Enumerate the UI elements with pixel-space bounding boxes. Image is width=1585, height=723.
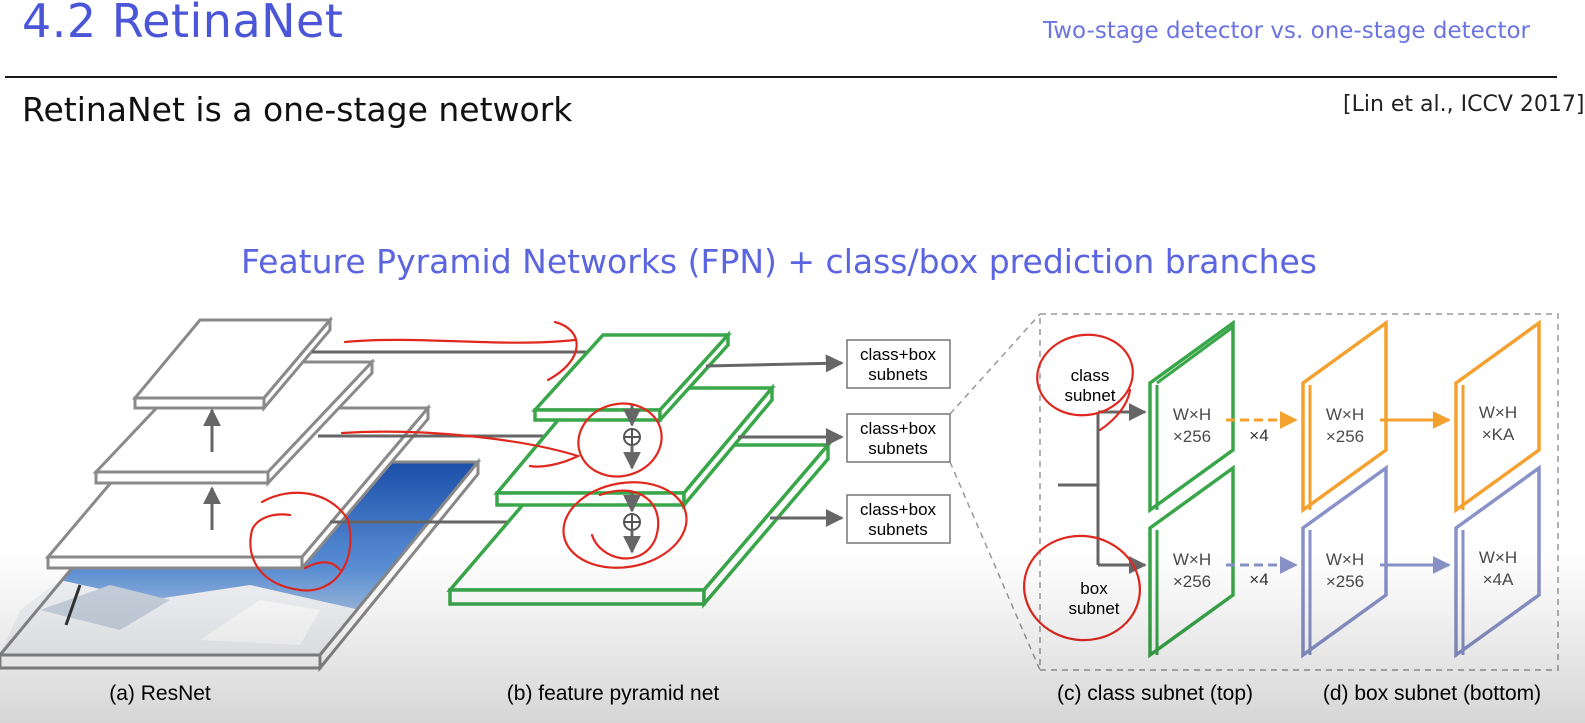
slide-subtitle: RetinaNet is a one-stage network <box>22 90 573 129</box>
panel-label-box-subnet: (d) box subnet (bottom) <box>1323 682 1541 705</box>
subnet-detail: class subnet box subnet W×H ×256 W×H ×25… <box>1057 319 1541 705</box>
red-annotations <box>249 320 1141 642</box>
svg-text:×4: ×4 <box>1249 570 1268 589</box>
fpn-output-arrows <box>705 354 844 527</box>
subnet-detail-frame <box>1039 313 1559 671</box>
box-output-feature-map: W×H ×4A <box>1454 464 1541 659</box>
fpn-panel: (b) feature pyramid net <box>446 330 832 705</box>
svg-text:×256: ×256 <box>1173 427 1211 446</box>
slide-title: 4.2 RetinaNet <box>22 0 344 48</box>
class-input-feature-map: W×H ×256 <box>1148 319 1235 514</box>
box-input-feature-map: W×H ×256 <box>1148 464 1235 659</box>
panel-label-class-subnet: (c) class subnet (top) <box>1057 682 1253 705</box>
svg-text:subnets: subnets <box>868 439 928 458</box>
svg-text:W×H: W×H <box>1479 403 1517 422</box>
svg-text:×256: ×256 <box>1326 427 1364 446</box>
svg-text:class+box: class+box <box>860 345 937 364</box>
svg-text:×4A: ×4A <box>1483 570 1514 589</box>
figure-caption: Feature Pyramid Networks (FPN) + class/b… <box>240 242 1317 281</box>
class-output-feature-map: W×H ×KA <box>1454 319 1541 514</box>
header-divider <box>5 76 1557 78</box>
box-subnet-label: box <box>1080 579 1108 598</box>
svg-text:×KA: ×KA <box>1482 425 1515 444</box>
svg-text:×4: ×4 <box>1249 426 1268 445</box>
svg-text:W×H: W×H <box>1173 550 1211 569</box>
box-hidden-feature-map: W×H ×256 <box>1301 464 1388 659</box>
svg-text:subnet: subnet <box>1068 599 1119 618</box>
svg-text:class+box: class+box <box>860 500 937 519</box>
class-hidden-feature-map: W×H ×256 <box>1301 319 1388 514</box>
svg-text:class+box: class+box <box>860 419 937 438</box>
subnet-box-1: class+box subnets <box>846 339 951 389</box>
svg-text:×256: ×256 <box>1326 572 1364 591</box>
resnet-stage-2 <box>92 358 376 487</box>
panel-label-fpn: (b) feature pyramid net <box>507 682 720 705</box>
resnet-panel: (a) ResNet <box>0 315 482 705</box>
svg-text:subnets: subnets <box>868 520 928 539</box>
svg-text:W×H: W×H <box>1479 548 1517 567</box>
svg-text:subnet: subnet <box>1064 386 1115 405</box>
class-subnet-label: class <box>1071 366 1110 385</box>
zoom-guides <box>949 313 1559 671</box>
resnet-stage-1 <box>131 315 334 413</box>
svg-text:×256: ×256 <box>1173 572 1211 591</box>
svg-text:W×H: W×H <box>1326 550 1364 569</box>
subnet-box-2: class+box subnets <box>846 413 951 463</box>
svg-text:W×H: W×H <box>1326 405 1364 424</box>
panel-label-resnet: (a) ResNet <box>109 682 211 705</box>
svg-text:subnets: subnets <box>868 365 928 384</box>
subnet-box-3: class+box subnets <box>846 494 951 544</box>
svg-text:W×H: W×H <box>1173 405 1211 424</box>
citation: [Lin et al., ICCV 2017] <box>1343 92 1585 117</box>
slide-topic: Two-stage detector vs. one-stage detecto… <box>1042 18 1530 44</box>
